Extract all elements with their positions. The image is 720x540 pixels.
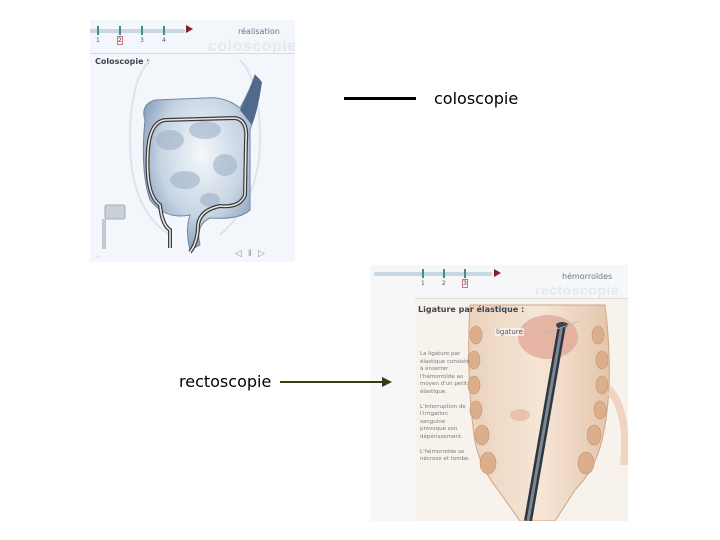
caption-coloscopie: coloscopie	[434, 89, 518, 108]
pause-icon[interactable]: ‖	[248, 248, 252, 258]
description-paragraph: L'interruption de l'irrigation sanguine …	[420, 404, 472, 442]
caption-line-top	[344, 97, 416, 100]
colon-illustration	[90, 20, 295, 262]
description-column: La ligature par élastique consiste à ens…	[420, 351, 472, 471]
description-paragraph: La ligature par élastique consiste à ens…	[420, 351, 472, 397]
caption-arrow-bottom	[280, 376, 392, 388]
description-paragraph: L'hémorroïde se nécrose et tombe.	[420, 449, 472, 464]
footer-text: ...	[96, 253, 100, 258]
panel-title: Ligature par élastique :	[418, 305, 524, 314]
rectum-illustration	[370, 265, 628, 521]
previous-icon[interactable]: ◁	[235, 248, 242, 259]
figure-label: ligature	[495, 328, 524, 336]
rectoscopy-panel: 1 2 3 hémorroïdes rectoscopie	[370, 265, 628, 521]
colonoscopy-panel: 1 2 3 4 réalisation coloscopie Coloscopi…	[90, 20, 295, 262]
next-icon[interactable]: ▷	[258, 248, 265, 259]
caption-rectoscopie: rectoscopie	[179, 372, 271, 391]
